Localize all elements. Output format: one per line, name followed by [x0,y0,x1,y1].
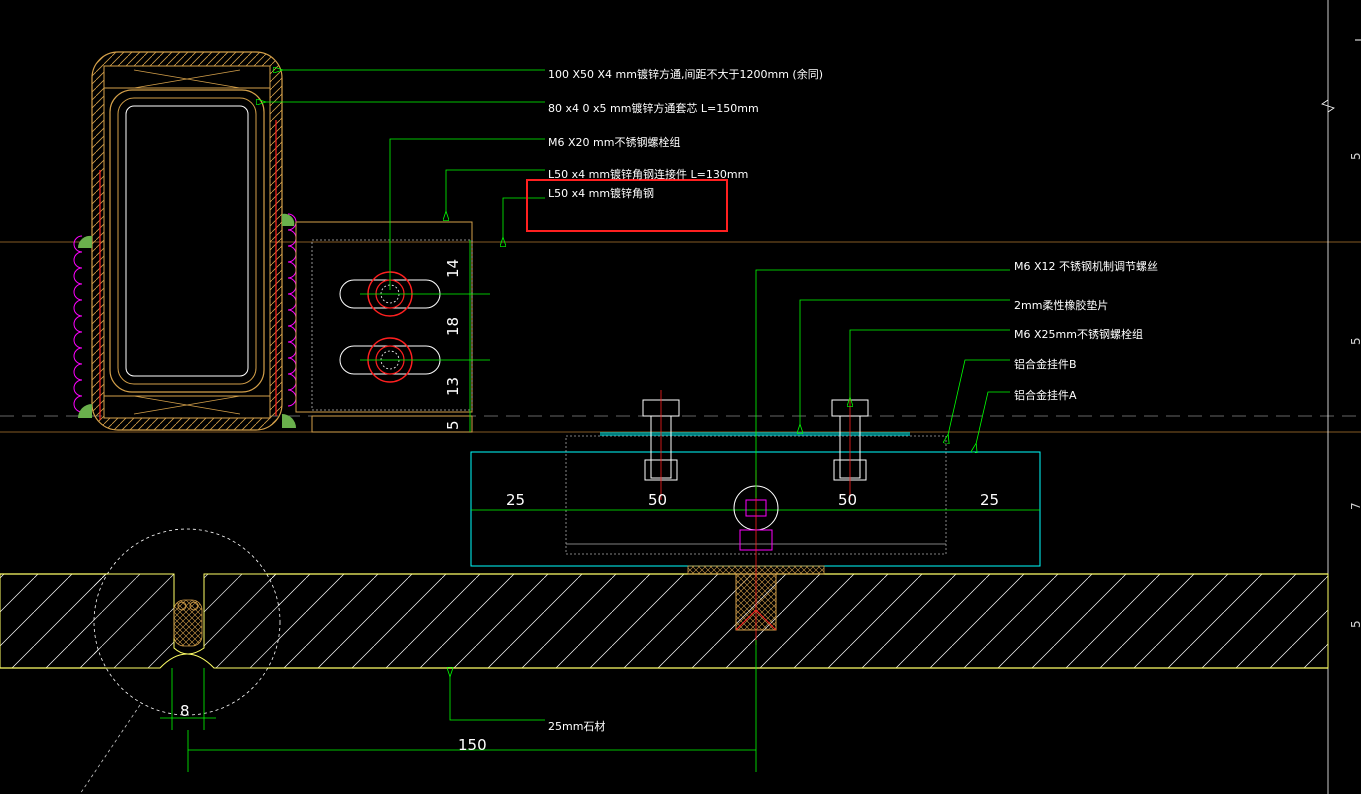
annotation-bolt-m6x20: M6 X20 mm不锈钢螺栓组 [548,135,680,149]
dim-25-right: 25 [980,491,999,509]
side-mark-2: 5 [1349,337,1361,345]
annotation-bolt-m6x25: M6 X25mm不锈钢螺栓组 [1014,327,1143,341]
dim-8: 8 [180,702,190,720]
dim-13: 13 [444,377,462,396]
annotation-angle-connector: L50 x4 mm镀锌角钢连接件 L=130mm [548,167,748,181]
annotation-tube: 100 X50 X4 mm镀锌方通,间距不大于1200mm (余同) [548,67,823,81]
square-tube [91,51,283,431]
annotation-texts: 100 X50 X4 mm镀锌方通,间距不大于1200mm (余同) 80 x4… [548,67,1158,733]
dim-14: 14 [444,259,462,278]
side-mark-1: 5 [1349,152,1361,160]
dim-18: 18 [444,317,462,336]
side-marks: 5 5 7 5 [1349,152,1361,628]
annotation-rubber-pad: 2mm柔性橡胶垫片 [1014,298,1108,312]
annotation-core: 80 x4 0 x5 mm镀锌方通套芯 L=150mm [548,101,759,115]
dim-150: 150 [458,736,487,754]
annotation-hanger-b: 铝合金挂件B [1014,357,1077,371]
annotation-hanger-a: 铝合金挂件A [1014,388,1077,402]
dim-5: 5 [444,420,462,430]
side-mark-4: 5 [1349,620,1361,628]
side-mark-3: 7 [1349,502,1361,510]
annotation-stone: 25mm石材 [548,719,605,733]
dimension-texts: 14 18 13 5 25 50 50 25 8 150 [180,259,999,754]
dim-25-left: 25 [506,491,525,509]
joint-detail-circle [79,528,281,794]
dim-50-right: 50 [838,491,857,509]
highlight-box [526,179,728,232]
dim-50-left: 50 [648,491,667,509]
welds [73,213,297,428]
annotation-angle-steel: L50 x4 mm镀锌角钢 [548,186,654,200]
leader-lines [187,70,1010,772]
annotation-screw-m6x12: M6 X12 不锈钢机制调节螺丝 [1014,259,1158,273]
